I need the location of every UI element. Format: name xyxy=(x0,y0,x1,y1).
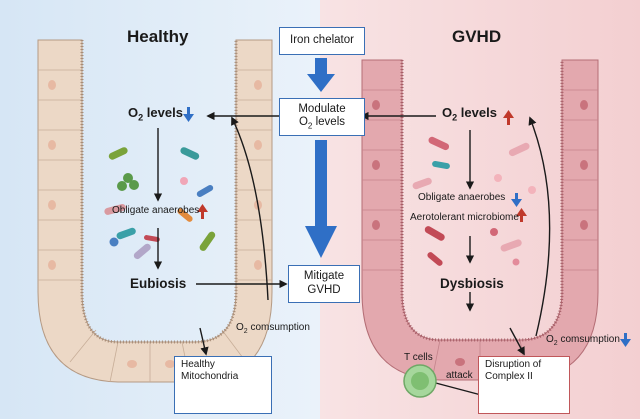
gvhd-epithelium xyxy=(361,59,599,381)
healthy-o2-tail: levels xyxy=(143,105,183,120)
healthy-mitochondria-box: Healthy Mitochondria xyxy=(174,356,272,414)
gvhd-o2-levels-label: O2 levels xyxy=(442,105,497,123)
healthy-epithelium xyxy=(37,39,273,383)
healthy-o2-levels-label: O2 levels xyxy=(128,105,183,123)
up-arrow-icon xyxy=(503,110,514,125)
aerotolerant-microbiome-label: Aerotolerant microbiome xyxy=(410,212,519,223)
healthy-flow-arrows xyxy=(153,111,288,356)
t-cell-icon xyxy=(403,364,437,398)
gvhd-o2-symbol: O xyxy=(442,105,453,120)
complex-line2: Complex II xyxy=(485,370,533,382)
healthy-panel-title: Healthy xyxy=(127,27,189,46)
healthy-consumption-o2-subscript: 2 xyxy=(243,328,248,335)
down-arrow-icon xyxy=(183,107,194,122)
mitigate-line1: Mitigate xyxy=(303,270,345,283)
mitigate-gvhd-box: Mitigate GVHD xyxy=(288,265,360,303)
iron-chelator-flow-arrow xyxy=(305,58,337,258)
bacteria-icon xyxy=(104,147,216,260)
t-cells-label: T cells xyxy=(404,352,433,363)
healthy-consumption-tail: comsumption xyxy=(247,322,310,333)
gvhd-consumption-o2-subscript: 2 xyxy=(553,340,558,347)
up-arrow-icon xyxy=(197,204,208,219)
gvhd-consumption-o2-symbol: O xyxy=(546,334,554,345)
gvhd-consumption-tail: comsumption xyxy=(557,334,620,345)
iron-chelator-box: Iron chelator xyxy=(279,27,365,55)
eubiosis-label: Eubiosis xyxy=(130,276,187,291)
healthy-mito-line1: Healthy xyxy=(181,359,215,370)
attack-label: attack xyxy=(446,370,473,381)
healthy-o2-subscript: 2 xyxy=(138,112,144,123)
complex-ii-disruption-box: Disruption of Complex II xyxy=(478,356,570,414)
modulate-o2-subscript: 2 xyxy=(307,121,313,131)
healthy-consumption-o2-symbol: O xyxy=(236,322,244,333)
gvhd-panel-title: GVHD xyxy=(452,27,502,46)
healthy-o2-consumption-label: O2 comsumption xyxy=(236,322,310,336)
mitigate-line2: GVHD xyxy=(307,284,341,296)
iron-chelator-label: Iron chelator xyxy=(290,34,354,47)
modulate-o2-box: Modulate O2 levels xyxy=(279,98,365,136)
modulate-line2: O2 levels xyxy=(299,116,345,131)
healthy-obligate-anaerobes-label: Obligate anaerobes xyxy=(112,205,200,216)
healthy-mito-line2: Mitochondria xyxy=(181,370,239,382)
gvhd-o2-subscript: 2 xyxy=(452,112,458,123)
gvhd-o2-consumption-label: O2 comsumption xyxy=(546,334,620,348)
down-arrow-icon xyxy=(620,333,631,347)
down-arrow-icon xyxy=(511,193,522,207)
complex-line1: Disruption of xyxy=(485,359,542,370)
modulate-line1: Modulate xyxy=(298,102,346,115)
gvhd-flow-arrows xyxy=(360,111,551,403)
gvhd-obligate-anaerobes-label: Obligate anaerobes xyxy=(418,192,506,203)
gvhd-o2-tail: levels xyxy=(457,105,497,120)
modulate-o2-tail: levels xyxy=(312,116,346,129)
dysbiosis-label: Dysbiosis xyxy=(440,276,504,291)
bacteria-icon xyxy=(412,136,536,266)
modulate-o2-symbol: O xyxy=(298,116,308,129)
up-arrow-icon xyxy=(516,208,527,222)
healthy-o2-symbol: O xyxy=(128,105,139,120)
